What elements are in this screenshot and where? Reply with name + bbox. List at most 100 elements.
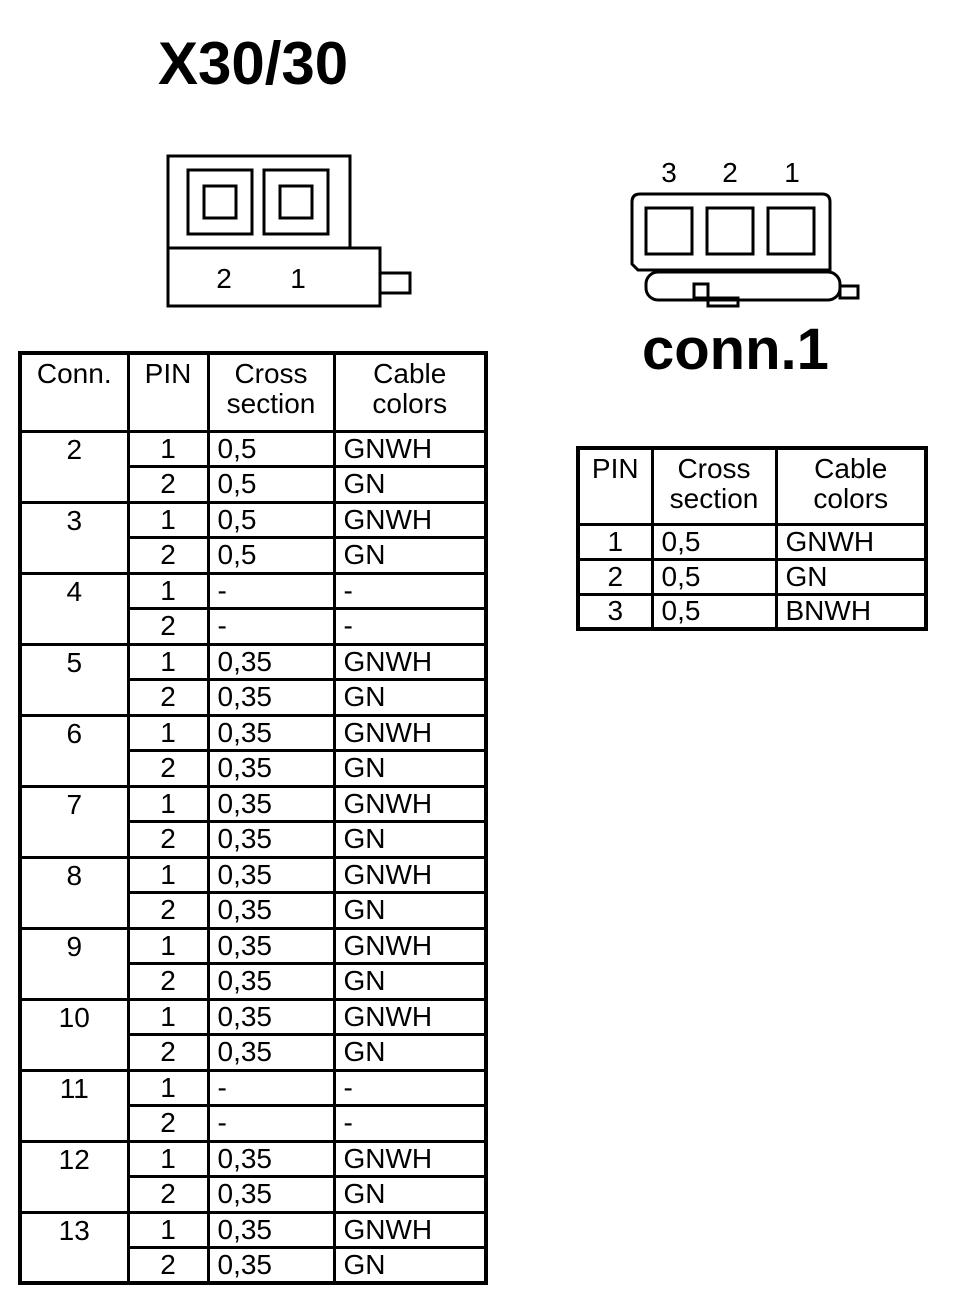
cable-color-cell: GNWH bbox=[332, 429, 488, 468]
conn-number-cell: 10 bbox=[18, 997, 130, 1072]
conn-number-cell: 7 bbox=[18, 784, 130, 859]
pin-cell: 2 bbox=[126, 678, 210, 717]
cross-section-cell: 0,5 bbox=[650, 522, 778, 561]
cross-section-cell: 0,35 bbox=[206, 962, 336, 1001]
conn-number-cell: 3 bbox=[18, 500, 130, 575]
conn1-pin-label: 1 bbox=[784, 157, 800, 188]
pin-cell: 2 bbox=[126, 891, 210, 930]
x30-pin-label: 2 bbox=[216, 263, 232, 294]
cable-color-cell: GN bbox=[332, 465, 488, 504]
cross-section-cell: 0,35 bbox=[206, 820, 336, 859]
conn1-title: conn.1 bbox=[642, 317, 829, 382]
cross-section-cell: 0,5 bbox=[206, 536, 336, 575]
cable-color-cell: - bbox=[332, 571, 488, 610]
header-colors-label: colors bbox=[813, 483, 889, 514]
cross-section-cell: - bbox=[206, 1104, 336, 1143]
header-conn-label: Conn. bbox=[36, 358, 112, 389]
cable-color-cell: - bbox=[332, 607, 488, 646]
cable-color-cell: GNWH bbox=[332, 1139, 488, 1178]
cross-section-cell: 0,5 bbox=[206, 500, 336, 539]
cable-color-cell: GN bbox=[332, 1246, 488, 1285]
cable-color-cell: GN bbox=[332, 820, 488, 859]
cable-color-cell: GNWH bbox=[332, 642, 488, 681]
cross-section-cell: 0,35 bbox=[206, 784, 336, 823]
cable-color-cell: GN bbox=[332, 1033, 488, 1072]
x30-title: X30/30 bbox=[158, 30, 349, 97]
cross-section-cell: 0,35 bbox=[206, 642, 336, 681]
cable-color-cell: GNWH bbox=[332, 713, 488, 752]
pin-cell: 2 bbox=[126, 607, 210, 646]
conn-number-cell: 9 bbox=[18, 926, 130, 1001]
pin-cell: 2 bbox=[126, 962, 210, 1001]
conn-number-cell: 4 bbox=[18, 571, 130, 646]
conn1-slot-3 bbox=[644, 206, 694, 256]
cross-section-cell: - bbox=[206, 1068, 336, 1107]
cable-color-cell: GN bbox=[332, 749, 488, 788]
header-cable-label: Cable bbox=[373, 358, 447, 389]
x30-pin-label: 1 bbox=[290, 263, 306, 294]
cable-color-cell: BNWH bbox=[774, 592, 928, 631]
header-colors-label: colors bbox=[372, 388, 448, 419]
conn-number-cell: 13 bbox=[18, 1210, 130, 1285]
x30-connector-drawing: 2 1 bbox=[166, 154, 412, 308]
header-pin: PIN bbox=[126, 351, 210, 433]
pin-cell: 1 bbox=[126, 1210, 210, 1249]
conn1-slot-1 bbox=[766, 206, 816, 256]
x30-slot-1 bbox=[262, 168, 330, 236]
conn-number-cell: 5 bbox=[18, 642, 130, 717]
conn-number-cell: 6 bbox=[18, 713, 130, 788]
x30-latch-tab bbox=[378, 271, 412, 295]
conn1-connector-drawing: 3 2 1 bbox=[630, 157, 860, 308]
cross-section-cell: 0,35 bbox=[206, 713, 336, 752]
cable-color-cell: - bbox=[332, 1068, 488, 1107]
cross-section-cell: 0,5 bbox=[206, 429, 336, 468]
cross-section-cell: 0,35 bbox=[206, 855, 336, 894]
cable-color-cell: GNWH bbox=[332, 855, 488, 894]
header-section-label: section bbox=[669, 483, 759, 514]
cable-color-cell: GNWH bbox=[332, 997, 488, 1036]
cross-section-cell: 0,35 bbox=[206, 1246, 336, 1285]
cross-section-cell: 0,35 bbox=[206, 997, 336, 1036]
conn-number-cell: 8 bbox=[18, 855, 130, 930]
pin-cell: 1 bbox=[126, 926, 210, 965]
pin-cell: 1 bbox=[126, 642, 210, 681]
pin-cell: 1 bbox=[126, 997, 210, 1036]
pin-cell: 2 bbox=[126, 536, 210, 575]
cross-section-cell: 0,35 bbox=[206, 1175, 336, 1214]
cable-color-cell: GN bbox=[332, 962, 488, 1001]
x30-slot-1-pin bbox=[278, 184, 314, 220]
cable-color-cell: GNWH bbox=[332, 500, 488, 539]
cross-section-cell: - bbox=[206, 607, 336, 646]
cable-color-cell: GNWH bbox=[774, 522, 928, 561]
pin-cell: 1 bbox=[126, 429, 210, 468]
cross-section-cell: 0,35 bbox=[206, 926, 336, 965]
cable-color-cell: GN bbox=[332, 678, 488, 717]
cross-section-cell: 0,35 bbox=[206, 678, 336, 717]
pin-cell: 2 bbox=[126, 749, 210, 788]
cross-section-cell: 0,35 bbox=[206, 749, 336, 788]
conn-number-cell: 2 bbox=[18, 429, 130, 504]
cross-section-cell: 0,35 bbox=[206, 891, 336, 930]
